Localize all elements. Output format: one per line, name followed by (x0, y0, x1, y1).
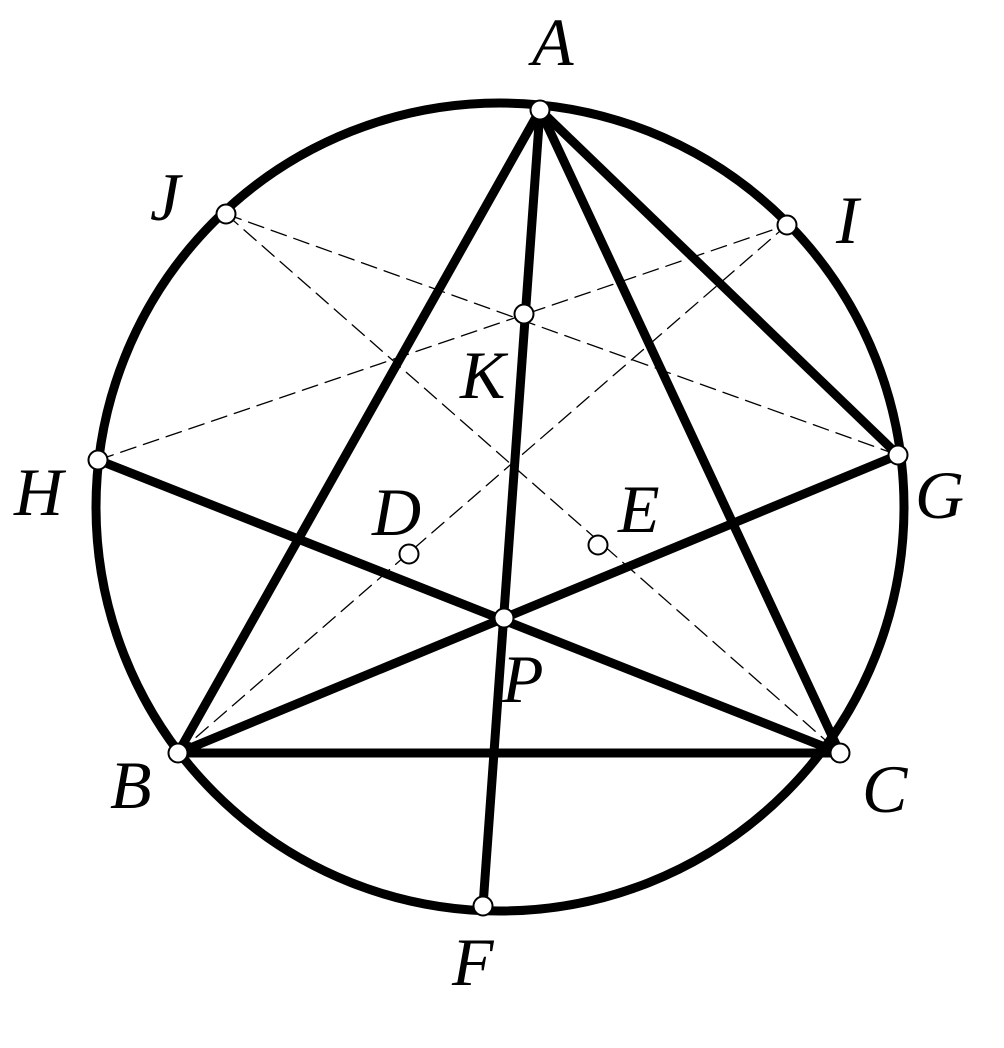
dashed-segment-JG (225, 213, 899, 456)
point-C (829, 742, 851, 764)
point-H (87, 449, 109, 471)
point-G (887, 444, 909, 466)
label-B: B (110, 747, 152, 823)
label-P: P (501, 641, 544, 717)
segment-HC (93, 455, 845, 758)
point-E (587, 534, 609, 556)
label-D: D (371, 474, 421, 550)
segment-AC (535, 105, 845, 758)
segment-BG (173, 450, 903, 758)
point-J (215, 203, 237, 225)
point-P (493, 607, 515, 629)
point-F (472, 895, 494, 917)
dashed-segment-JC (225, 213, 841, 754)
point-D (398, 543, 420, 565)
label-K: K (459, 337, 509, 413)
point-K (513, 303, 535, 325)
dashed-segment-BI (177, 224, 788, 754)
segment-AG (535, 105, 903, 460)
label-H: H (13, 454, 67, 530)
segment-AB (173, 105, 545, 758)
label-C: C (862, 751, 908, 827)
label-F: F (451, 924, 495, 1000)
label-I: I (835, 182, 862, 258)
label-A: A (528, 4, 574, 80)
label-E: E (617, 471, 660, 547)
point-I (776, 214, 798, 236)
circumcircle (91, 98, 909, 916)
point-A (529, 99, 551, 121)
dashed-segment-HI (97, 224, 788, 461)
point-B (167, 742, 189, 764)
label-J: J (150, 159, 183, 235)
label-G: G (915, 457, 964, 533)
segment-AF (478, 105, 545, 911)
